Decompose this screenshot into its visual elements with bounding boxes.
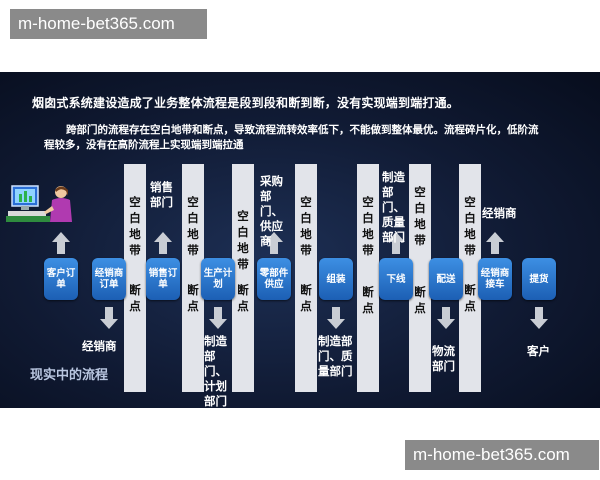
breakpoint-label: 断点 — [464, 283, 476, 313]
breakpoint-label: 断点 — [300, 283, 312, 313]
department-label-customer: 客户 — [527, 344, 550, 358]
arrow-down-icon — [437, 307, 455, 329]
gap-bar — [409, 164, 431, 392]
gap-label: 空白地带 — [237, 209, 249, 271]
arrow-up-icon — [387, 232, 405, 254]
arrow-down-icon — [100, 307, 118, 329]
arrow-down-icon — [327, 307, 345, 329]
department-label-dealer: 经销商 — [482, 206, 517, 220]
gap-label: 空白地带 — [187, 195, 199, 257]
process-box: 提货 — [522, 258, 556, 300]
process-slide: 烟囱式系统建设造成了业务整体流程是段到段和断到断，没有实现端到端打通。 跨部门的… — [0, 72, 600, 408]
breakpoint-label: 断点 — [129, 283, 141, 313]
process-box: 销售订单 — [146, 258, 180, 300]
gap-label: 空白地带 — [129, 195, 141, 257]
gap-label: 空白地带 — [362, 195, 374, 257]
department-label-planning: 制造部门、计划部门 — [204, 334, 227, 408]
process-box: 零部件供应 — [257, 258, 291, 300]
gap-bar — [232, 164, 254, 392]
gap-label: 空白地带 — [414, 185, 426, 247]
arrow-down-icon — [209, 307, 227, 329]
process-box: 客户订单 — [44, 258, 78, 300]
department-label-logistics: 物流部门 — [432, 344, 455, 373]
slide-description-line2: 程较多，没有在高阶流程上实现端到端拉通 — [44, 139, 244, 151]
watermark-bottom: m-home-bet365.com — [405, 440, 599, 470]
arrow-up-icon — [486, 232, 504, 254]
department-label-sales: 销售部门 — [150, 180, 173, 209]
breakpoint-label: 断点 — [362, 285, 374, 315]
process-box: 经销商接车 — [478, 258, 512, 300]
process-box: 组装 — [319, 258, 353, 300]
breakpoint-label: 断点 — [237, 283, 249, 313]
breakpoint-label: 断点 — [187, 283, 199, 313]
department-label-quality: 制造部门、质量部门 — [382, 170, 405, 244]
gap-bar — [295, 164, 317, 392]
gap-bar — [124, 164, 146, 392]
arrow-up-icon — [154, 232, 172, 254]
process-box: 生产计划 — [201, 258, 235, 300]
gap-bar — [459, 164, 481, 392]
process-box: 下线 — [379, 258, 413, 300]
arrow-up-icon — [265, 232, 283, 254]
slide-footer: 现实中的流程 — [30, 368, 109, 383]
slide-description-line1: 跨部门的流程存在空白地带和断点，导致流程流转效率低下，不能做到整体最优。流程碎片… — [66, 124, 539, 136]
computer-user-icon — [6, 184, 76, 226]
process-box: 配送 — [429, 258, 463, 300]
gap-bar — [357, 164, 379, 392]
slide-title: 烟囱式系统建设造成了业务整体流程是段到段和断到断，没有实现端到端打通。 — [32, 96, 460, 110]
department-label-purchase: 采购部门、供应商 — [260, 174, 283, 248]
gap-bar — [182, 164, 204, 392]
department-label-manufacturing: 制造部门、质量部门 — [318, 334, 353, 378]
department-label-dealer-down: 经销商 — [82, 339, 117, 353]
watermark-top: m-home-bet365.com — [10, 9, 207, 39]
gap-label: 空白地带 — [300, 195, 312, 257]
process-box: 经销商订单 — [92, 258, 126, 300]
arrow-up-icon — [52, 232, 70, 254]
gap-label: 空白地带 — [464, 195, 476, 257]
arrow-down-icon — [530, 307, 548, 329]
breakpoint-label: 断点 — [414, 285, 426, 315]
